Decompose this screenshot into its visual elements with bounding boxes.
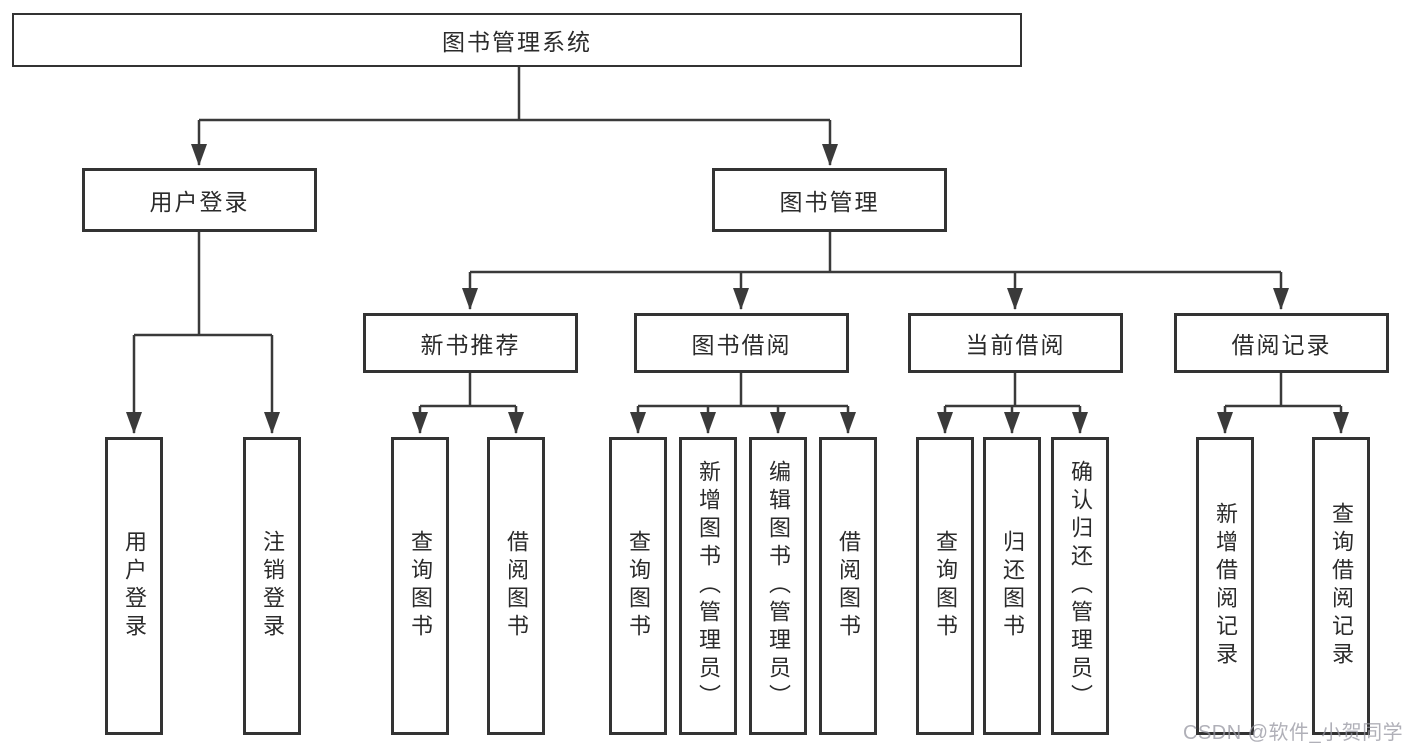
- node-book-borrow: 图书借阅: [634, 313, 849, 373]
- leaf-query-books-borrow: 查询图书: [609, 437, 667, 735]
- leaf-user-login: 用户登录: [105, 437, 163, 735]
- node-new-book-recommend: 新书推荐: [363, 313, 578, 373]
- leaf-add-book-admin: 新增图书（管理员）: [679, 437, 737, 735]
- leaf-confirm-return-admin: 确认归还（管理员）: [1051, 437, 1109, 735]
- leaf-query-books-current: 查询图书: [916, 437, 974, 735]
- node-borrow-records: 借阅记录: [1174, 313, 1389, 373]
- leaf-query-borrow-record: 查询借阅记录: [1312, 437, 1370, 735]
- leaf-borrow-books-recommend: 借阅图书: [487, 437, 545, 735]
- node-user-login-branch: 用户登录: [82, 168, 317, 232]
- node-current-borrow: 当前借阅: [908, 313, 1123, 373]
- leaf-add-borrow-record: 新增借阅记录: [1196, 437, 1254, 735]
- leaf-logout: 注销登录: [243, 437, 301, 735]
- node-root-system: 图书管理系统: [12, 13, 1022, 67]
- csdn-watermark: CSDN @软件_小贺同学: [1183, 722, 1404, 744]
- leaf-return-books: 归还图书: [983, 437, 1041, 735]
- leaf-query-books-recommend: 查询图书: [391, 437, 449, 735]
- leaf-edit-book-admin: 编辑图书（管理员）: [749, 437, 807, 735]
- leaf-borrow-books: 借阅图书: [819, 437, 877, 735]
- node-book-management: 图书管理: [712, 168, 947, 232]
